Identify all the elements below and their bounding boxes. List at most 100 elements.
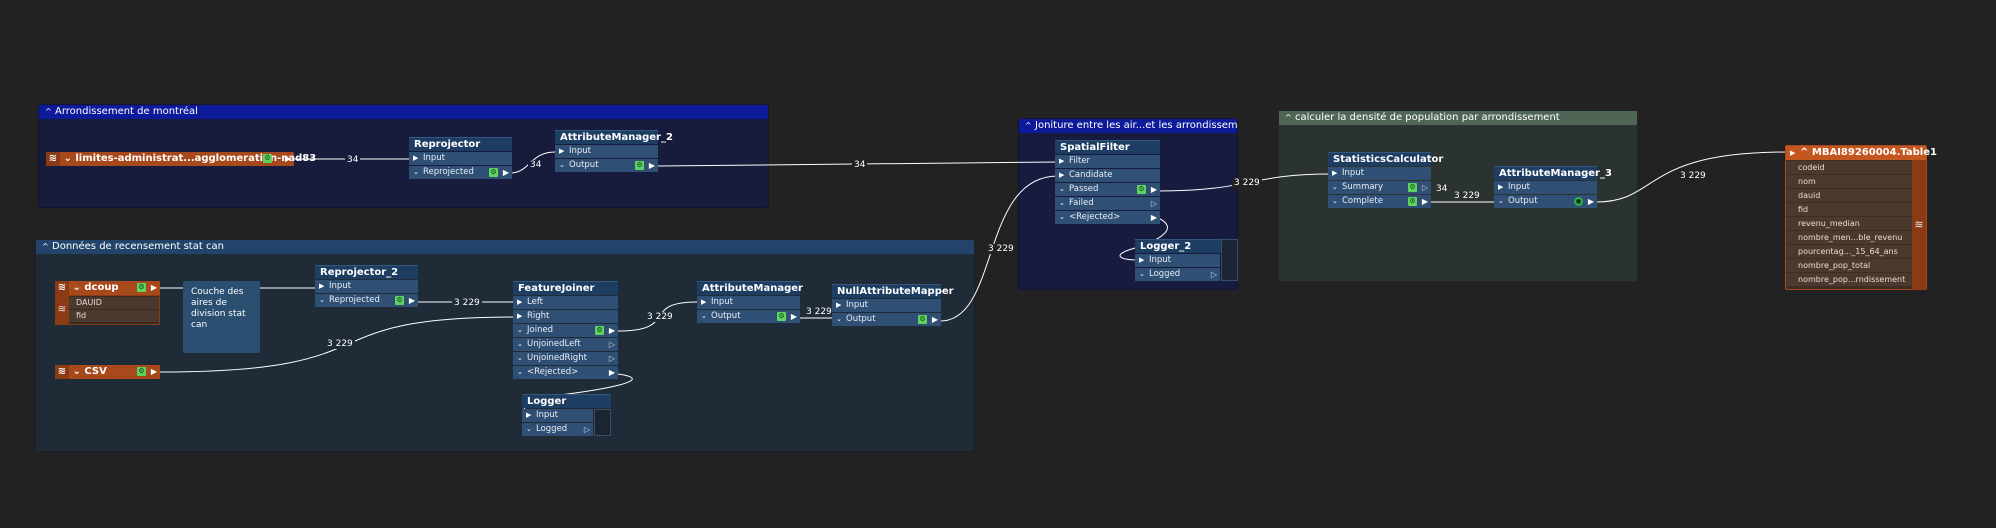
port-output[interactable]: ⌄Output●▶ <box>1494 195 1597 208</box>
gear-icon[interactable]: ⚙ <box>918 315 927 324</box>
node-attributemanager-3[interactable]: AttributeManager_3 ▶Input ⌄Output●▶ <box>1494 166 1612 208</box>
port-output[interactable]: ⌄Output⚙▶ <box>555 159 658 172</box>
port-input[interactable]: ▶Input <box>1494 181 1597 194</box>
port-reprojected[interactable]: ⌄Reprojected⚙▶ <box>409 166 512 179</box>
port-input[interactable]: ▶Input <box>1135 254 1220 267</box>
output-port-icon[interactable]: ▶ <box>150 283 157 292</box>
port-input[interactable]: ▶Input <box>315 280 418 293</box>
node-logger-2[interactable]: Logger_2 ▶Input ⌄Logged▷ <box>1135 239 1238 281</box>
eye-icon[interactable]: ● <box>1574 197 1583 206</box>
gear-icon[interactable]: ⚙ <box>137 367 146 376</box>
output-port-icon: ▶ <box>502 168 509 177</box>
port-input[interactable]: ▶Input <box>697 296 800 309</box>
node-logger[interactable]: Logger ▶Input ⌄Logged▷ <box>522 394 611 436</box>
node-reprojector-2[interactable]: Reprojector_2 ▶Input ⌄Reprojected⚙▶ <box>315 265 418 307</box>
count-label: 3 229 <box>452 298 482 308</box>
collapse-icon[interactable]: ^ <box>42 242 49 251</box>
port-unjoinedright[interactable]: ⌄UnjoinedRight▷ <box>513 352 618 365</box>
reader-dcoup[interactable]: ≋ ⌄ dcoup ⚙ ▶ <box>55 281 160 295</box>
bookmark-title: Joniture entre les air...et les arrondis… <box>1035 120 1237 131</box>
node-attributemanager[interactable]: AttributeManager ▶Input ⌄Output⚙▶ <box>697 281 803 323</box>
node-statisticscalculator[interactable]: StatisticsCalculator ▶Input ⌄Summary⚙▷ ⌄… <box>1328 152 1443 208</box>
port-rejected[interactable]: ⌄<Rejected>▶ <box>513 366 618 379</box>
attribute-row: nom <box>1786 175 1912 188</box>
node-reprojector[interactable]: Reprojector ▶Input ⌄Reprojected⚙▶ <box>409 137 512 179</box>
reader-csv[interactable]: ≋ ⌄ CSV ⚙ ▶ <box>55 365 160 379</box>
chevron-up-icon[interactable]: ^ <box>1800 147 1809 158</box>
gear-icon[interactable]: ⚙ <box>1137 185 1146 194</box>
port-logged[interactable]: ⌄Logged▷ <box>522 423 593 436</box>
port-output[interactable]: ⌄Output⚙▶ <box>832 313 941 326</box>
gear-icon[interactable]: ⚙ <box>1408 197 1417 206</box>
node-title: StatisticsCalculator <box>1328 152 1443 166</box>
node-title: FeatureJoiner <box>513 281 618 295</box>
gear-icon[interactable]: ⚙ <box>489 168 498 177</box>
port-passed[interactable]: ⌄Passed⚙▶ <box>1055 183 1160 196</box>
layers-icon: ≋ <box>55 365 69 379</box>
output-port-icon: ▶ <box>1150 185 1157 194</box>
port-input[interactable]: ▶Input <box>1328 167 1431 180</box>
port-candidate[interactable]: ▶Candidate <box>1055 169 1160 182</box>
layers-icon: ≋ <box>46 152 60 166</box>
gear-icon[interactable]: ⚙ <box>595 326 604 335</box>
port-rejected[interactable]: ⌄<Rejected>▶ <box>1055 211 1160 224</box>
port-summary[interactable]: ⌄Summary⚙▷ <box>1328 181 1431 194</box>
annotation-note[interactable]: Couche des aires de division stat can <box>183 281 260 353</box>
writer-mbai[interactable]: ▶^ MBAI89260004.Table1 ≋ codeid nom daui… <box>1785 145 1937 290</box>
attribute-row: nombre_pop_total <box>1786 259 1912 272</box>
chevron-down-icon[interactable]: ⌄ <box>72 282 81 293</box>
gear-icon[interactable]: ⚙ <box>137 283 146 292</box>
output-port-icon: ▷ <box>1210 270 1217 279</box>
port-filter[interactable]: ▶Filter <box>1055 155 1160 168</box>
gear-icon[interactable]: ⚙ <box>777 312 786 321</box>
port-input[interactable]: ▶Input <box>555 145 658 158</box>
port-input[interactable]: ▶Input <box>832 299 941 312</box>
reader-limites[interactable]: ≋ ⌄ limites-administrat...agglomeration-… <box>46 152 316 166</box>
port-logged[interactable]: ⌄Logged▷ <box>1135 268 1220 281</box>
attribute-row: fid <box>1786 203 1912 216</box>
collapse-icon[interactable]: ^ <box>45 107 52 116</box>
port-complete[interactable]: ⌄Complete⚙▶ <box>1328 195 1431 208</box>
gear-icon[interactable]: ⚙ <box>1408 183 1417 192</box>
count-label: 3 229 <box>325 339 355 349</box>
node-title: Reprojector <box>409 137 512 151</box>
port-left[interactable]: ▶Left <box>513 296 618 309</box>
port-reprojected[interactable]: ⌄Reprojected⚙▶ <box>315 294 418 307</box>
attribute-row: nombre_men...ble_revenu <box>1786 231 1912 244</box>
output-port-icon[interactable]: ▶ <box>150 367 157 376</box>
output-port-icon: ▶ <box>790 312 797 321</box>
bookmark-recensement[interactable]: ^Données de recensement stat can <box>35 239 975 452</box>
node-featurejoiner[interactable]: FeatureJoiner ▶Left ▶Right ⌄Joined⚙▶ ⌄Un… <box>513 281 618 379</box>
layers-icon: ≋ <box>55 295 69 325</box>
output-port-icon[interactable]: ▶ <box>284 154 291 163</box>
node-spatialfilter[interactable]: SpatialFilter ▶Filter ▶Candidate ⌄Passed… <box>1055 140 1160 224</box>
node-attributemanager-2[interactable]: AttributeManager_2 ▶Input ⌄Output⚙▶ <box>555 130 673 172</box>
port-failed[interactable]: ⌄Failed▷ <box>1055 197 1160 210</box>
port-right[interactable]: ▶Right <box>513 310 618 323</box>
output-port-icon: ▶ <box>931 315 938 324</box>
output-port-icon: ▶ <box>1150 213 1157 222</box>
port-joined[interactable]: ⌄Joined⚙▶ <box>513 324 618 337</box>
count-label: 3 229 <box>1232 178 1262 188</box>
chevron-down-icon[interactable]: ⌄ <box>72 366 81 377</box>
output-port-icon: ▶ <box>408 296 415 305</box>
gear-icon[interactable]: ⚙ <box>395 296 404 305</box>
count-label: 34 <box>528 160 544 170</box>
output-port-icon: ▶ <box>608 326 615 335</box>
attribute-row: nombre_pop...rndissement <box>1786 273 1912 286</box>
gear-icon[interactable]: ⚙ <box>263 154 272 163</box>
output-port-icon: ▶ <box>1421 197 1428 206</box>
port-input[interactable]: ▶Input <box>522 409 593 422</box>
collapse-icon[interactable]: ^ <box>1285 113 1292 122</box>
bookmark-title: Arrondissement de montréal <box>55 106 198 117</box>
node-nullattributemapper[interactable]: NullAttributeMapper ▶Input ⌄Output⚙▶ <box>832 284 954 326</box>
gear-icon[interactable]: ⚙ <box>635 161 644 170</box>
port-input[interactable]: ▶Input <box>409 152 512 165</box>
port-output[interactable]: ⌄Output⚙▶ <box>697 310 800 323</box>
output-port-icon: ▷ <box>608 354 615 363</box>
chevron-down-icon[interactable]: ⌄ <box>63 153 72 164</box>
node-title: NullAttributeMapper <box>832 284 954 298</box>
input-port-icon[interactable]: ▶ <box>1790 149 1796 157</box>
port-unjoinedleft[interactable]: ⌄UnjoinedLeft▷ <box>513 338 618 351</box>
collapse-icon[interactable]: ^ <box>1025 121 1032 130</box>
